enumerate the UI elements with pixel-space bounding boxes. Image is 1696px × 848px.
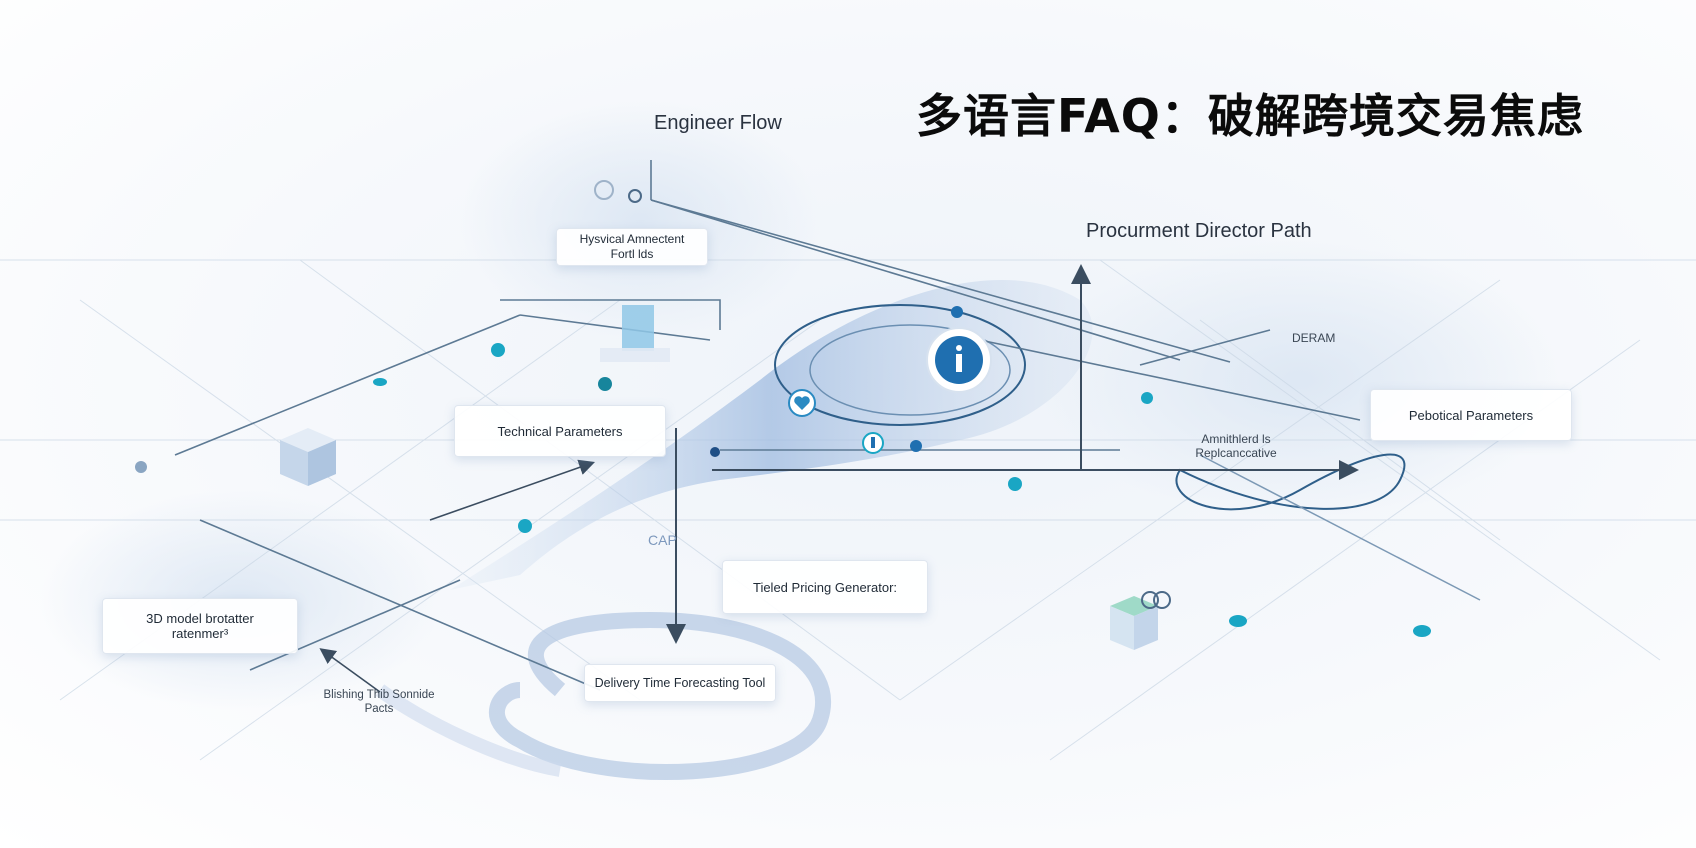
page-title: 多语言FAQ：破解跨境交易焦虑 <box>916 89 1584 143</box>
deram-annotation: DERAM <box>1292 331 1336 345</box>
connectors <box>174 160 1361 691</box>
amnt-line2: Replcanccative <box>1195 446 1277 460</box>
bg-glow <box>460 100 820 340</box>
delivery-forecast-card[interactable]: Delivery Time Forecasting Tool <box>584 664 776 702</box>
heart-icon <box>788 389 816 417</box>
technical-parameters-label: Technical Parameters <box>497 423 623 439</box>
technical-arrow <box>429 459 596 521</box>
link-icon <box>1141 591 1171 609</box>
hysvical-card[interactable]: Hysvical Amnectent Fortl lds <box>556 228 708 266</box>
cube-icon <box>1110 596 1158 650</box>
right-loop <box>1175 453 1406 511</box>
blishing-label: Blishing Thib Sonnide Pacts <box>310 688 448 716</box>
ribbon-loop <box>489 611 832 780</box>
blishing-line1: Blishing Thib Sonnide <box>323 689 435 701</box>
cube-icon <box>280 428 336 486</box>
hysvical-card-line1: Hysvical Amnectent <box>579 232 685 246</box>
tieled-pricing-label: Tieled Pricing Generator: <box>752 579 898 595</box>
link-icon <box>594 180 642 203</box>
info-small-icon <box>862 432 884 454</box>
info-badge-icon <box>926 327 992 393</box>
pebotical-parameters-label: Pebotical Parameters <box>1408 407 1534 423</box>
node-dots <box>135 306 1431 637</box>
amnt-line1: Amnithlerd ls <box>1201 432 1271 446</box>
delivery-forecast-label: Delivery Time Forecasting Tool <box>594 675 766 690</box>
amnt-annotation: Amnithlerd ls Replcanccative <box>1170 432 1302 460</box>
model-3d-line1: 3D model brotatter <box>146 611 254 626</box>
orbit-ring <box>774 304 1026 426</box>
cap-annotation: CAP <box>648 532 677 548</box>
connector-line <box>1199 454 1481 601</box>
blishing-line2: Pacts <box>364 703 394 715</box>
model-3d-line2: ratenmer³ <box>171 626 229 641</box>
technical-parameters-card[interactable]: Technical Parameters <box>454 405 666 457</box>
document-icon <box>600 305 670 362</box>
pebotical-parameters-card[interactable]: Pebotical Parameters <box>1370 389 1572 441</box>
engineer-flow-heading: Engineer Flow <box>654 112 782 134</box>
bg-glow <box>1040 240 1560 520</box>
orbit-ring-inner <box>809 324 1011 416</box>
model-arrow <box>319 648 381 693</box>
model-3d-card[interactable]: 3D model brotatter ratenmer³ <box>102 598 298 654</box>
hysvical-card-line2: Fortl lds <box>610 247 654 261</box>
ribbon-tail <box>375 684 562 777</box>
procurement-path-heading: Procurment Director Path <box>1086 220 1312 242</box>
tieled-pricing-card[interactable]: Tieled Pricing Generator: <box>722 560 928 614</box>
